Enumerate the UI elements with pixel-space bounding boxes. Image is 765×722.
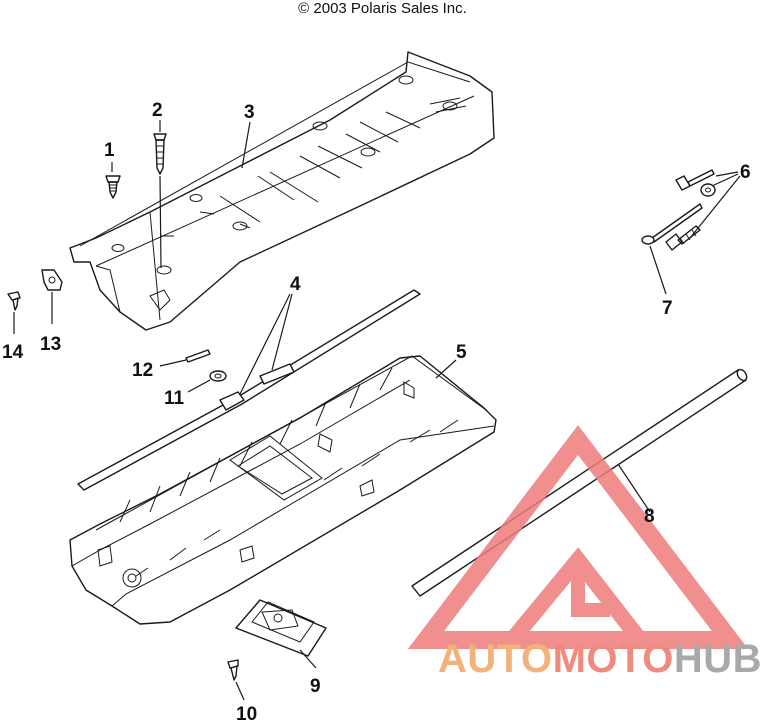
bolts-6 xyxy=(641,169,716,251)
screw-14 xyxy=(7,291,21,311)
callout-7: 7 xyxy=(662,298,673,319)
watermark-text: AUTOMOTOHUB xyxy=(438,637,762,681)
callout-12: 12 xyxy=(132,360,153,381)
watermark-hub: HUB xyxy=(674,637,762,681)
pin-12 xyxy=(185,349,211,363)
washer-11 xyxy=(209,370,227,382)
callout-3: 3 xyxy=(244,102,255,123)
callout-11: 11 xyxy=(164,388,185,409)
rod-4 xyxy=(77,289,421,491)
callout-13: 13 xyxy=(40,334,61,355)
callout-14: 14 xyxy=(2,342,24,363)
callout-6: 6 xyxy=(740,162,751,183)
watermark-auto: AUTO xyxy=(438,637,553,681)
callout-2: 2 xyxy=(152,100,163,121)
tray-5 xyxy=(69,355,497,625)
screw-1 xyxy=(105,175,121,199)
bolt-2 xyxy=(153,133,167,175)
callout-10: 10 xyxy=(236,704,257,722)
watermark-logo-icon xyxy=(407,425,749,649)
upper-cover-panel xyxy=(69,51,495,331)
copyright-notice: © 2003 Polaris Sales Inc. xyxy=(298,0,467,17)
callout-8: 8 xyxy=(644,506,655,527)
callout-9: 9 xyxy=(310,676,321,697)
watermark-moto: MOTO xyxy=(553,637,674,681)
clip-13 xyxy=(41,269,63,291)
screw-10 xyxy=(227,659,239,681)
callout-4: 4 xyxy=(290,274,301,295)
callout-1: 1 xyxy=(104,140,115,161)
latch-plate-9 xyxy=(235,599,327,657)
callout-5: 5 xyxy=(456,342,467,363)
